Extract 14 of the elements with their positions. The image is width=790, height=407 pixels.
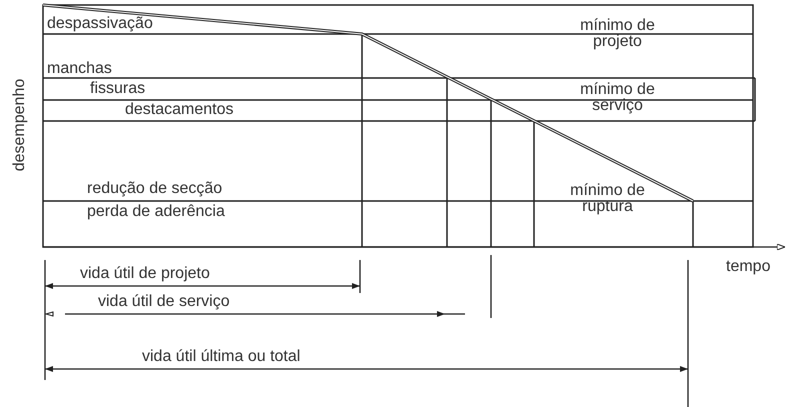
threshold-label: mínimo de serviço xyxy=(579,82,656,114)
degradation-label: fissuras xyxy=(90,81,146,97)
degradation-label: manchas xyxy=(47,61,112,77)
axis-label: desempenho xyxy=(12,78,28,172)
dimension-label: vida útil de serviço xyxy=(98,294,230,310)
dimension-label: vida útil última ou total xyxy=(142,349,300,365)
threshold-label: mínimo de ruptura xyxy=(569,183,646,215)
degradation-label: redução de secção xyxy=(87,181,222,197)
degradation-label: destacamentos xyxy=(125,102,234,118)
degradation-label: despassivação xyxy=(47,16,153,32)
threshold-label: mínimo de projeto xyxy=(579,18,656,50)
axis-label: tempo xyxy=(726,259,770,275)
degradation-label: perda de aderência xyxy=(87,204,225,220)
dimension-label: vida útil de projeto xyxy=(80,266,210,282)
